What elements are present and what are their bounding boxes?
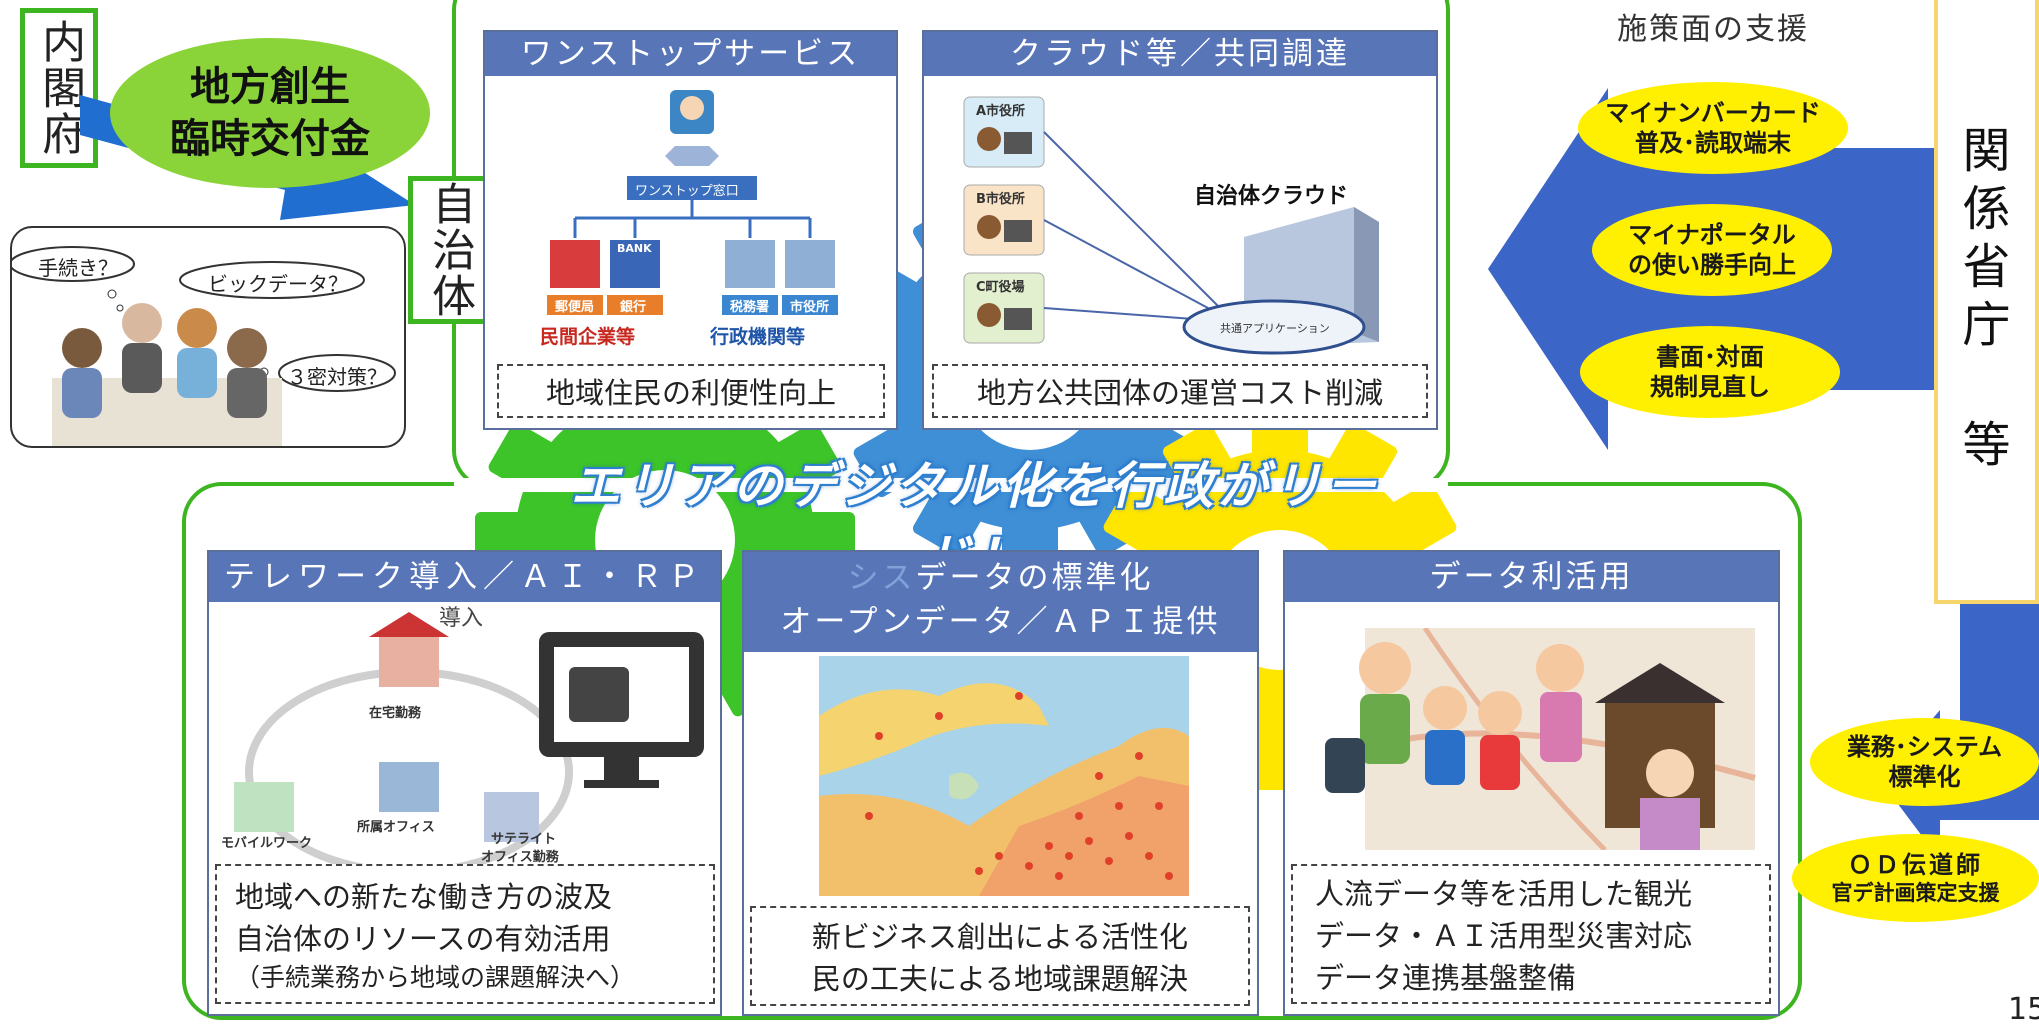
city-hall-label: 市役所 (790, 300, 830, 315)
oval-standardization-line1: 業務･システム (1846, 733, 2003, 761)
common-app-label: 共通アプリケーション (1220, 322, 1330, 335)
jichitai-box: 自治体 (408, 176, 490, 324)
ministry-label: 関 係 省 庁 等 (1938, 122, 2035, 474)
office-label: 所属オフィス (357, 820, 435, 835)
ministry-char-3: 省 (1962, 239, 2011, 295)
oval-standardization-line2: 標準化 (1888, 763, 1961, 791)
bank-sign-label: BANK (617, 242, 652, 255)
oval-mynumber-line1: マイナンバーカード (1605, 99, 1821, 127)
telework-caption: 地域への新たな働き方の波及 自治体のリソースの有効活用 （手続業務から地域の課題… (215, 864, 715, 1004)
page-number: 15 (2008, 992, 2039, 1027)
oval-standardization: 業務･システム 標準化 (1810, 718, 2039, 806)
naikakufu-label: 内閣府 (34, 19, 86, 157)
datause-caption-line1: 人流データ等を活用した観光 (1315, 877, 1693, 911)
administrative-label: 行政機関等 (710, 326, 806, 348)
oval-mynumber-line2: 普及･読取端末 (1635, 129, 1791, 157)
cloud-illustration (963, 96, 1379, 355)
datause-caption-line2: データ・ＡＩ活用型災害対応 (1315, 919, 1693, 953)
satellite-label-1: サテライト (491, 832, 557, 847)
cloud-caption: 地方公共団体の運営コスト削減 (932, 364, 1428, 418)
oval-od-line2: 官デ計画策定支援 (1831, 880, 2000, 905)
bubble-text-2: ビックデータ？ (208, 272, 348, 296)
grant-oval: 地方創生 臨時交付金 (110, 38, 430, 188)
bubble-text-3: ３密対策？ (287, 365, 387, 389)
support-title: 施策面の支援 (1617, 12, 1809, 47)
satellite-label-2: オフィス勤務 (481, 850, 559, 865)
panel-opendata: シスデータの標準化 オープンデータ／ＡＰＩ提供 新ビジネス創出による活性化 民の… (742, 550, 1259, 1016)
panel-telework: テレワーク導入／ＡＩ・ＲＰＡ 導入 在宅勤務 所属オフィス モバイルワーク サテ… (207, 550, 722, 1016)
onestop-caption-text: 地域住民の利便性向上 (545, 376, 836, 410)
oval-od-line1: ＯＤ伝道師 (1848, 850, 1983, 879)
oval-od-evangelist: ＯＤ伝道師 官デ計画策定支援 (1792, 834, 2039, 922)
panel-cloud-header: クラウド等／共同調達 (924, 32, 1436, 76)
datause-caption: 人流データ等を活用した観光 データ・ＡＩ活用型災害対応 データ連携基盤整備 (1291, 864, 1771, 1004)
ministry-char-1: 関 (1962, 123, 2011, 179)
datause-illustration (1325, 628, 1756, 850)
telework-caption-line2: 自治体のリソースの有効活用 (235, 922, 611, 956)
cloud-caption-text: 地方公共団体の運営コスト削減 (976, 376, 1383, 410)
center-banner: エリアのデジタル化を行政がリード！ (550, 446, 1400, 587)
private-sector-label: 民間企業等 (540, 326, 636, 348)
home-work-label: 在宅勤務 (369, 706, 422, 721)
onestop-caption: 地域住民の利便性向上 (497, 364, 885, 418)
panel-telework-header-sub: 導入 (439, 606, 484, 631)
oval-mynaportal-line2: の使い勝手向上 (1628, 251, 1796, 279)
panel-opendata-header-line2: オープンデータ／ＡＰＩ提供 (780, 604, 1221, 640)
panel-telework-header: テレワーク導入／ＡＩ・ＲＰＡ (209, 552, 720, 645)
jichitai-label: 自治体 (424, 181, 476, 319)
city-b-label: B市役所 (976, 192, 1025, 207)
panel-onestop: ワンストップサービス ワンストップ窓口 BANK 郵便局 銀行 税務署 市役所 … (483, 30, 898, 430)
mobile-work-label: モバイルワーク (221, 836, 313, 851)
oval-regulation-line1: 書面･対面 (1656, 343, 1764, 371)
bank-label: 銀行 (620, 300, 647, 315)
datause-caption-line3: データ連携基盤整備 (1315, 961, 1577, 995)
ministry-char-5: 等 (1962, 417, 2011, 473)
panel-opendata-header: シスデータの標準化 オープンデータ／ＡＰＩ提供 (744, 552, 1257, 652)
bubble-text-1: 手続き？ (38, 256, 118, 280)
panel-opendata-header-prefix: シス (847, 560, 916, 596)
opendata-caption-line2: 民の工夫による地域課題解決 (811, 962, 1189, 996)
onestop-window-label: ワンストップ窓口 (635, 184, 739, 199)
meeting-people-icon (12, 246, 396, 446)
naikakufu-box: 内閣府 (20, 8, 98, 168)
opendata-caption-line1: 新ビジネス創出による活性化 (811, 920, 1189, 954)
panel-datause: データ利活用 人流データ等を活用した観光 データ・ＡＩ活用型災害対応 データ連携… (1283, 550, 1780, 1016)
grant-line1: 地方創生 (190, 64, 350, 110)
ministry-box: 関 係 省 庁 等 (1934, 0, 2039, 604)
panel-cloud: クラウド等／共同調達 A市役所 B市役所 C町役場 自治体クラウド 共通アプリケ… (922, 30, 1438, 430)
panel-opendata-header-line1: データの標準化 (915, 560, 1154, 596)
city-a-label: A市役所 (976, 104, 1026, 119)
oval-regulation-line2: 規制見直し (1650, 373, 1770, 401)
oval-mynumber-card: マイナンバーカード 普及･読取端末 (1578, 82, 1848, 174)
ministry-char-2: 係 (1962, 181, 2011, 237)
telework-caption-line3: （手続業務から地域の課題解決へ） (235, 963, 636, 992)
panel-datause-header: データ利活用 (1285, 552, 1778, 602)
oval-mynaportal-line1: マイナポータル (1628, 221, 1796, 249)
tax-office-label: 税務署 (730, 300, 770, 315)
meeting-illustration-box: 手続き？ ビックデータ？ ３密対策？ (10, 226, 406, 448)
opendata-caption: 新ビジネス創出による活性化 民の工夫による地域課題解決 (750, 906, 1250, 1006)
onestop-illustration (547, 90, 838, 315)
town-c-label: C町役場 (976, 280, 1025, 295)
opendata-map-image (819, 656, 1189, 896)
frame-join (454, 478, 1448, 492)
oval-mynaportal: マイナポータル の使い勝手向上 (1592, 204, 1832, 296)
telework-caption-line1: 地域への新たな働き方の波及 (235, 880, 613, 914)
cloud-title-label: 自治体クラウド (1194, 184, 1349, 209)
panel-onestop-header: ワンストップサービス (485, 32, 896, 76)
ministry-char-4: 庁 (1962, 297, 2011, 353)
grant-line2: 臨時交付金 (170, 116, 370, 162)
post-office-label: 郵便局 (555, 300, 595, 315)
telework-illustration (234, 612, 704, 876)
oval-regulation-review: 書面･対面 規制見直し (1580, 326, 1840, 418)
